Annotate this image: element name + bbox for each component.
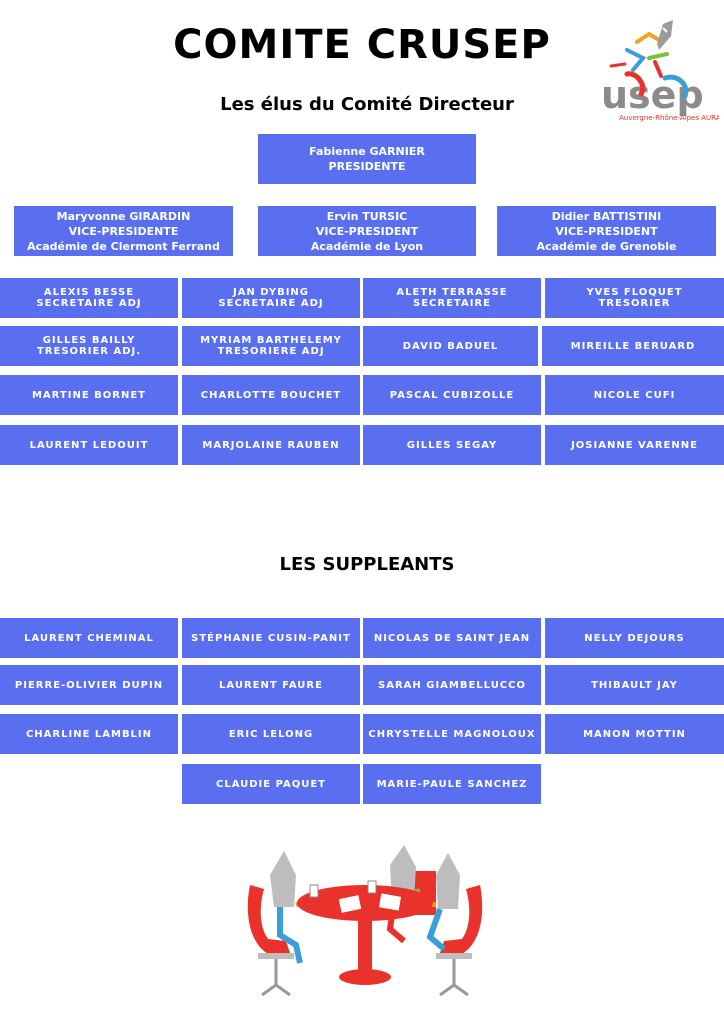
logo-wordmark: usep	[601, 73, 704, 117]
president-box[interactable]: Fabienne GARNIER PRESIDENTE	[258, 134, 476, 184]
member-name: LAURENT LEDOUIT	[29, 439, 149, 451]
member-box[interactable]: ALEXIS BESSE SECRETAIRE ADJ	[0, 278, 178, 318]
member-box[interactable]: MIREILLE BERUARD	[542, 326, 724, 366]
member-name: NICOLE CUFI	[593, 389, 676, 401]
substitute-name: NICOLAS DE SAINT JEAN	[373, 632, 531, 644]
member-name: CHARLOTTE BOUCHET	[200, 389, 342, 401]
vp-academy: Académie de Lyon	[310, 239, 424, 253]
substitute-box[interactable]: ERIC LELONG	[182, 714, 360, 754]
vp-role: VICE-PRESIDENTE	[68, 224, 179, 238]
substitute-box[interactable]: LAURENT FAURE	[182, 665, 360, 705]
substitute-name: CHRYSTELLE MAGNOLOUX	[368, 728, 536, 740]
member-box[interactable]: MYRIAM BARTHELEMY TRESORIERE ADJ	[182, 326, 360, 366]
member-role: TRESORIER ADJ.	[36, 346, 142, 357]
member-box[interactable]: GILLES SEGAY	[363, 425, 541, 465]
vice-president-box[interactable]: Maryvonne GIRARDIN VICE-PRESIDENTE Acadé…	[14, 206, 233, 256]
member-name: MIREILLE BERUARD	[570, 340, 696, 352]
substitute-box[interactable]: CHARLINE LAMBLIN	[0, 714, 178, 754]
member-name: ALEXIS BESSE	[43, 287, 135, 298]
substitute-name: MANON MOTTIN	[583, 728, 686, 740]
substitute-name: MARIE-PAULE SANCHEZ	[376, 778, 528, 790]
substitutes-title: LES SUPPLEANTS	[279, 554, 455, 575]
substitute-name: PIERRE-OLIVIER DUPIN	[14, 679, 164, 691]
member-role: SECRETAIRE ADJ	[218, 298, 324, 309]
vp-name: Maryvonne GIRARDIN	[56, 209, 191, 223]
member-role: SECRETAIRE	[413, 298, 491, 309]
member-box[interactable]: GILLES BAILLY TRESORIER ADJ.	[0, 326, 178, 366]
substitute-box[interactable]: STÉPHANIE CUSIN-PANIT	[182, 618, 360, 658]
substitute-box[interactable]: MARIE-PAULE SANCHEZ	[363, 764, 541, 804]
member-name: ALETH TERRASSE	[396, 287, 508, 298]
substitute-box[interactable]: PIERRE-OLIVIER DUPIN	[0, 665, 178, 705]
page-subtitle: Les élus du Comité Directeur	[220, 94, 514, 115]
member-box[interactable]: NICOLE CUFI	[545, 375, 724, 415]
member-name: PASCAL CUBIZOLLE	[389, 389, 515, 401]
page-title: COMITE CRUSEP	[173, 22, 551, 68]
substitute-name: THIBAULT JAY	[591, 679, 678, 691]
vp-role: VICE-PRESIDENT	[555, 224, 658, 238]
vice-president-box[interactable]: Ervin TURSIC VICE-PRESIDENT Académie de …	[258, 206, 476, 256]
member-name: YVES FLOQUET	[586, 287, 683, 298]
member-name: JOSIANNE VARENNE	[571, 439, 698, 451]
substitute-name: LAURENT CHEMINAL	[24, 632, 154, 644]
vp-role: VICE-PRESIDENT	[315, 224, 419, 238]
member-box[interactable]: MARJOLAINE RAUBEN	[182, 425, 360, 465]
substitute-name: ERIC LELONG	[228, 728, 314, 740]
member-role: SECRETAIRE ADJ	[36, 298, 142, 309]
member-box[interactable]: CHARLOTTE BOUCHET	[182, 375, 360, 415]
substitute-name: STÉPHANIE CUSIN-PANIT	[191, 632, 351, 644]
vp-name: Ervin TURSIC	[326, 209, 408, 223]
member-box[interactable]: ALETH TERRASSE SECRETAIRE	[363, 278, 541, 318]
vp-name: Didier BATTISTINI	[551, 209, 662, 223]
substitute-box[interactable]: LAURENT CHEMINAL	[0, 618, 178, 658]
vice-president-box[interactable]: Didier BATTISTINI VICE-PRESIDENT Académi…	[497, 206, 716, 256]
substitute-name: CHARLINE LAMBLIN	[25, 728, 153, 740]
member-box[interactable]: MARTINE BORNET	[0, 375, 178, 415]
meeting-illustration	[240, 845, 490, 1015]
president-role: PRESIDENTE	[328, 160, 406, 173]
member-box[interactable]: JOSIANNE VARENNE	[545, 425, 724, 465]
substitute-box[interactable]: MANON MOTTIN	[545, 714, 724, 754]
substitute-name: SARAH GIAMBELLUCCO	[378, 679, 526, 691]
member-name: MARJOLAINE RAUBEN	[202, 439, 340, 451]
member-name: DAVID BADUEL	[402, 340, 499, 352]
substitute-box[interactable]: THIBAULT JAY	[545, 665, 724, 705]
logo-caption: Auvergne-Rhône-Alpes AURA	[619, 114, 719, 122]
substitute-box[interactable]: NICOLAS DE SAINT JEAN	[363, 618, 541, 658]
substitute-name: LAURENT FAURE	[219, 679, 323, 691]
vp-academy: Académie de Grenoble	[536, 239, 677, 253]
member-box[interactable]: YVES FLOQUET TRESORIER	[545, 278, 724, 318]
member-box[interactable]: JAN DYBING SECRETAIRE ADJ	[182, 278, 360, 318]
substitute-name: NELLY DEJOURS	[584, 632, 685, 644]
substitute-box[interactable]: CHRYSTELLE MAGNOLOUX	[363, 714, 541, 754]
member-name: GILLES BAILLY	[42, 335, 136, 346]
vp-academy: Académie de Clermont Ferrand	[27, 239, 220, 253]
member-box[interactable]: DAVID BADUEL	[363, 326, 538, 366]
member-name: JAN DYBING	[232, 287, 310, 298]
president-name: Fabienne GARNIER	[309, 145, 425, 158]
member-name: GILLES SEGAY	[406, 439, 498, 451]
member-name: MYRIAM BARTHELEMY	[200, 335, 342, 346]
substitute-box[interactable]: NELLY DEJOURS	[545, 618, 724, 658]
member-name: MARTINE BORNET	[31, 389, 146, 401]
member-role: TRESORIER	[598, 298, 671, 309]
substitute-box[interactable]: SARAH GIAMBELLUCCO	[363, 665, 541, 705]
substitute-name: CLAUDIE PAQUET	[215, 778, 327, 790]
substitute-box[interactable]: CLAUDIE PAQUET	[182, 764, 360, 804]
member-box[interactable]: LAURENT LEDOUIT	[0, 425, 178, 465]
usep-logo: usep Auvergne-Rhône-Alpes AURA	[597, 14, 721, 124]
member-role: TRESORIERE ADJ	[217, 346, 325, 357]
member-box[interactable]: PASCAL CUBIZOLLE	[363, 375, 541, 415]
